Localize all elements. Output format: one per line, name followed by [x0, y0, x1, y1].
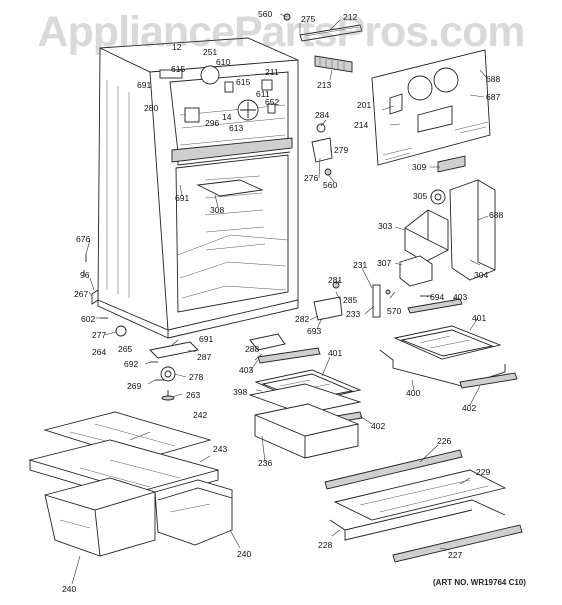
- callout-284: 284: [315, 110, 329, 120]
- callout-615: 615: [236, 77, 250, 87]
- callout-279: 279: [334, 145, 348, 155]
- callout-278: 278: [189, 372, 203, 382]
- callout-267: 267: [74, 289, 88, 299]
- callout-264: 264: [92, 347, 106, 357]
- callout-280: 280: [144, 103, 158, 113]
- callout-282: 282: [295, 314, 309, 324]
- callout-231: 231: [353, 260, 367, 270]
- leader-lines: [71, 13, 489, 585]
- callout-212: 212: [343, 12, 357, 22]
- callout-676: 676: [76, 234, 90, 244]
- callout-265: 265: [118, 344, 132, 354]
- callout-240: 240: [62, 584, 76, 594]
- callout-308: 308: [210, 205, 224, 215]
- callout-277: 277: [92, 330, 106, 340]
- callout-12: 12: [172, 42, 182, 52]
- callout-288: 288: [245, 344, 259, 354]
- callout-236: 236: [258, 458, 272, 468]
- art-number: (ART NO. WR19764 C10): [433, 578, 526, 587]
- callout-402: 402: [462, 403, 476, 413]
- callout-398: 398: [233, 387, 247, 397]
- callout-694: 694: [430, 292, 444, 302]
- callout-263: 263: [186, 390, 200, 400]
- hinge-and-roller-parts: [83, 254, 286, 401]
- refrigerator-cabinet: [97, 37, 299, 339]
- callout-652: 652: [265, 97, 279, 107]
- callout-242: 242: [193, 410, 207, 420]
- callout-688: 688: [489, 210, 503, 220]
- callout-labels: 560 275 212 12 251 615 610 691 615 211 6…: [62, 9, 503, 594]
- damper-assembly: [399, 179, 496, 287]
- callout-276: 276: [304, 173, 318, 183]
- callout-560: 560: [323, 180, 337, 190]
- callout-309: 309: [412, 162, 426, 172]
- callout-269: 269: [127, 381, 141, 391]
- callout-228: 228: [318, 540, 332, 550]
- watermark: AppliancePartsPros.com: [37, 8, 525, 56]
- callout-693: 693: [307, 326, 321, 336]
- callout-233: 233: [346, 309, 360, 319]
- callout-401: 401: [472, 313, 486, 323]
- callout-14: 14: [222, 112, 232, 122]
- callout-227: 227: [448, 550, 462, 560]
- callout-691: 691: [199, 334, 213, 344]
- callout-303: 303: [378, 221, 392, 231]
- callout-403: 403: [239, 365, 253, 375]
- callout-400: 400: [406, 388, 420, 398]
- callout-213: 213: [317, 80, 331, 90]
- thermostat-brackets: [311, 123, 432, 321]
- callout-287: 287: [197, 352, 211, 362]
- callout-688: 688: [486, 74, 500, 84]
- callout-275: 275: [301, 14, 315, 24]
- callout-307: 307: [377, 258, 391, 268]
- callout-229: 229: [476, 467, 490, 477]
- callout-285: 285: [343, 295, 357, 305]
- callout-691: 691: [175, 193, 189, 203]
- callout-691: 691: [137, 80, 151, 90]
- callout-226: 226: [437, 436, 451, 446]
- callout-281: 281: [328, 275, 342, 285]
- callout-201: 201: [357, 100, 371, 110]
- callout-304: 304: [474, 270, 488, 280]
- callout-687: 687: [486, 92, 500, 102]
- crisper-assembly: [28, 411, 233, 557]
- right-glass-shelf: [379, 298, 518, 389]
- callout-613: 613: [229, 123, 243, 133]
- callout-610: 610: [216, 57, 230, 67]
- callout-305: 305: [413, 191, 427, 201]
- top-trim-parts: [283, 13, 363, 73]
- lower-shelf-assembly: [324, 449, 523, 563]
- callout-403: 403: [453, 292, 467, 302]
- center-glass-shelf: [248, 347, 363, 459]
- callout-692: 692: [124, 359, 138, 369]
- callout-211: 211: [265, 67, 279, 77]
- callout-602: 602: [81, 314, 95, 324]
- callout-296: 296: [205, 118, 219, 128]
- evaporator-cover: [371, 49, 491, 173]
- callout-611: 611: [256, 89, 270, 99]
- callout-96: 96: [80, 270, 90, 280]
- callout-251: 251: [203, 47, 217, 57]
- callout-560: 560: [258, 9, 272, 19]
- callout-243: 243: [213, 444, 227, 454]
- callout-401: 401: [328, 348, 342, 358]
- callout-615: 615: [171, 64, 185, 74]
- callout-402: 402: [371, 421, 385, 431]
- callout-570: 570: [387, 306, 401, 316]
- callout-214: 214: [354, 120, 368, 130]
- callout-240: 240: [237, 549, 251, 559]
